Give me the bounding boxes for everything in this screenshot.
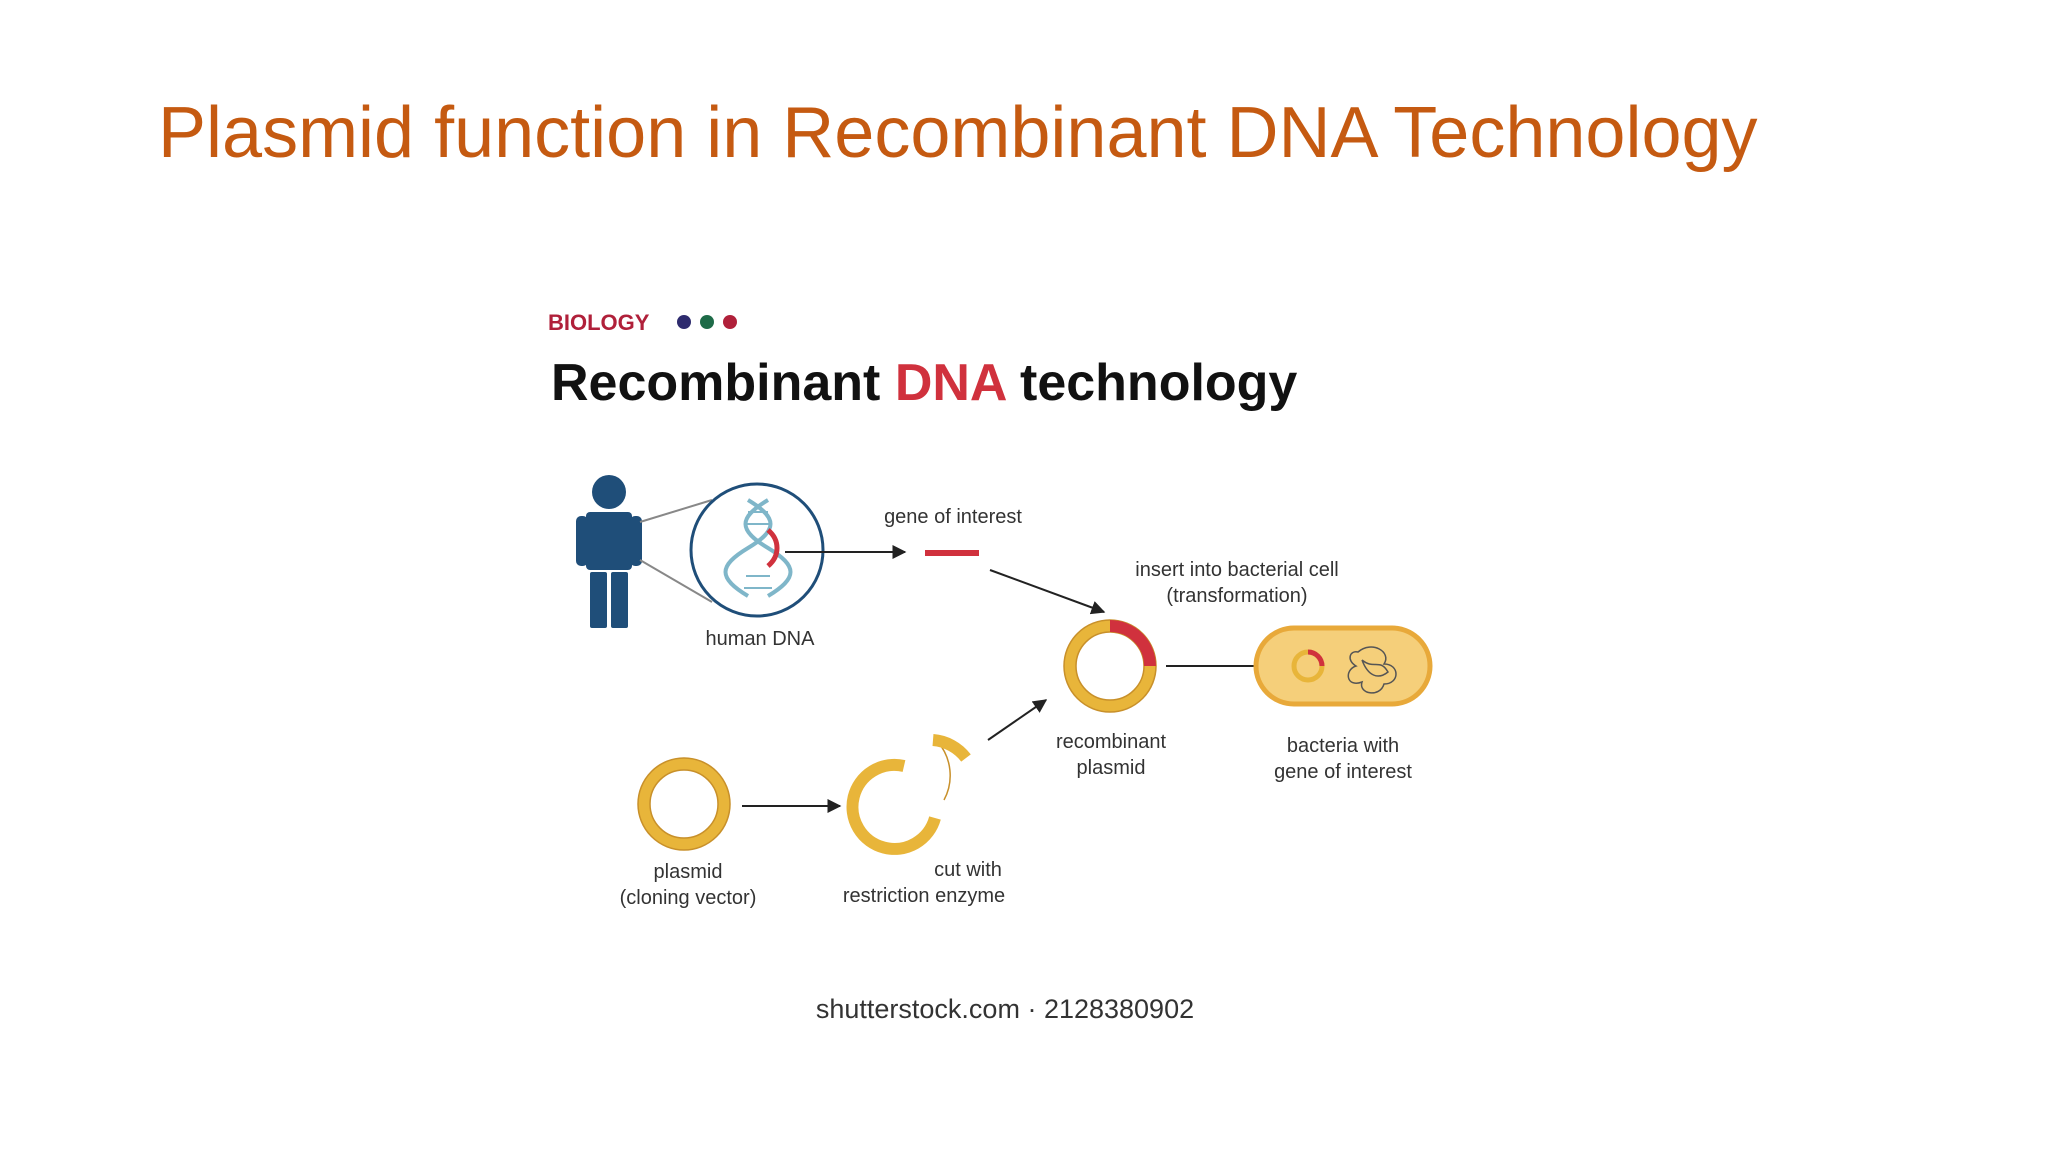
- dna-helix-icon: [723, 498, 793, 598]
- figure-title-part2: DNA: [895, 354, 1007, 412]
- figure-title-part3: technology: [1006, 354, 1298, 412]
- human-figure-icon: [576, 475, 642, 628]
- human-dna-circle: [689, 482, 825, 618]
- arrow-gene-to-recombinant: [989, 569, 1106, 615]
- slide-title: Plasmid function in Recombinant DNA Tech…: [158, 93, 1758, 173]
- cut-label-line1: cut with: [934, 859, 1002, 881]
- recombinant-plasmid-icon: [1063, 619, 1157, 713]
- insert-label-line2: (transformation): [1166, 585, 1307, 607]
- bacteria-label-line1: bacteria with: [1287, 735, 1399, 757]
- human-dna-label: human DNA: [706, 628, 816, 650]
- bacteria-icon: [1253, 625, 1433, 707]
- dot-red: [723, 315, 737, 329]
- plasmid-label-line1: plasmid: [654, 861, 723, 883]
- gene-of-interest-label: gene of interest: [884, 506, 1022, 528]
- cut-plasmid-icon: [846, 734, 971, 855]
- gene-segment: [925, 550, 979, 556]
- bacteria-label-line2: gene of interest: [1274, 761, 1412, 783]
- insert-label-line1: insert into bacterial cell: [1135, 559, 1338, 581]
- recombinant-label-line2: plasmid: [1077, 757, 1146, 779]
- recombinant-label-line1: recombinant: [1056, 731, 1167, 753]
- plasmid-label-line2: (cloning vector): [620, 887, 757, 909]
- plasmid-ring-icon: [637, 757, 731, 851]
- dot-green: [700, 315, 714, 329]
- cut-label-line2: restriction enzyme: [843, 885, 1005, 907]
- arrow-cut-to-recombinant: [987, 699, 1048, 741]
- figure-title: Recombinant DNA technology: [551, 354, 1297, 412]
- dot-purple: [677, 315, 691, 329]
- category-label: BIOLOGY: [548, 310, 650, 335]
- image-credit: shutterstock.com · 2128380902: [816, 994, 1194, 1024]
- figure-title-part1: Recombinant: [551, 354, 895, 412]
